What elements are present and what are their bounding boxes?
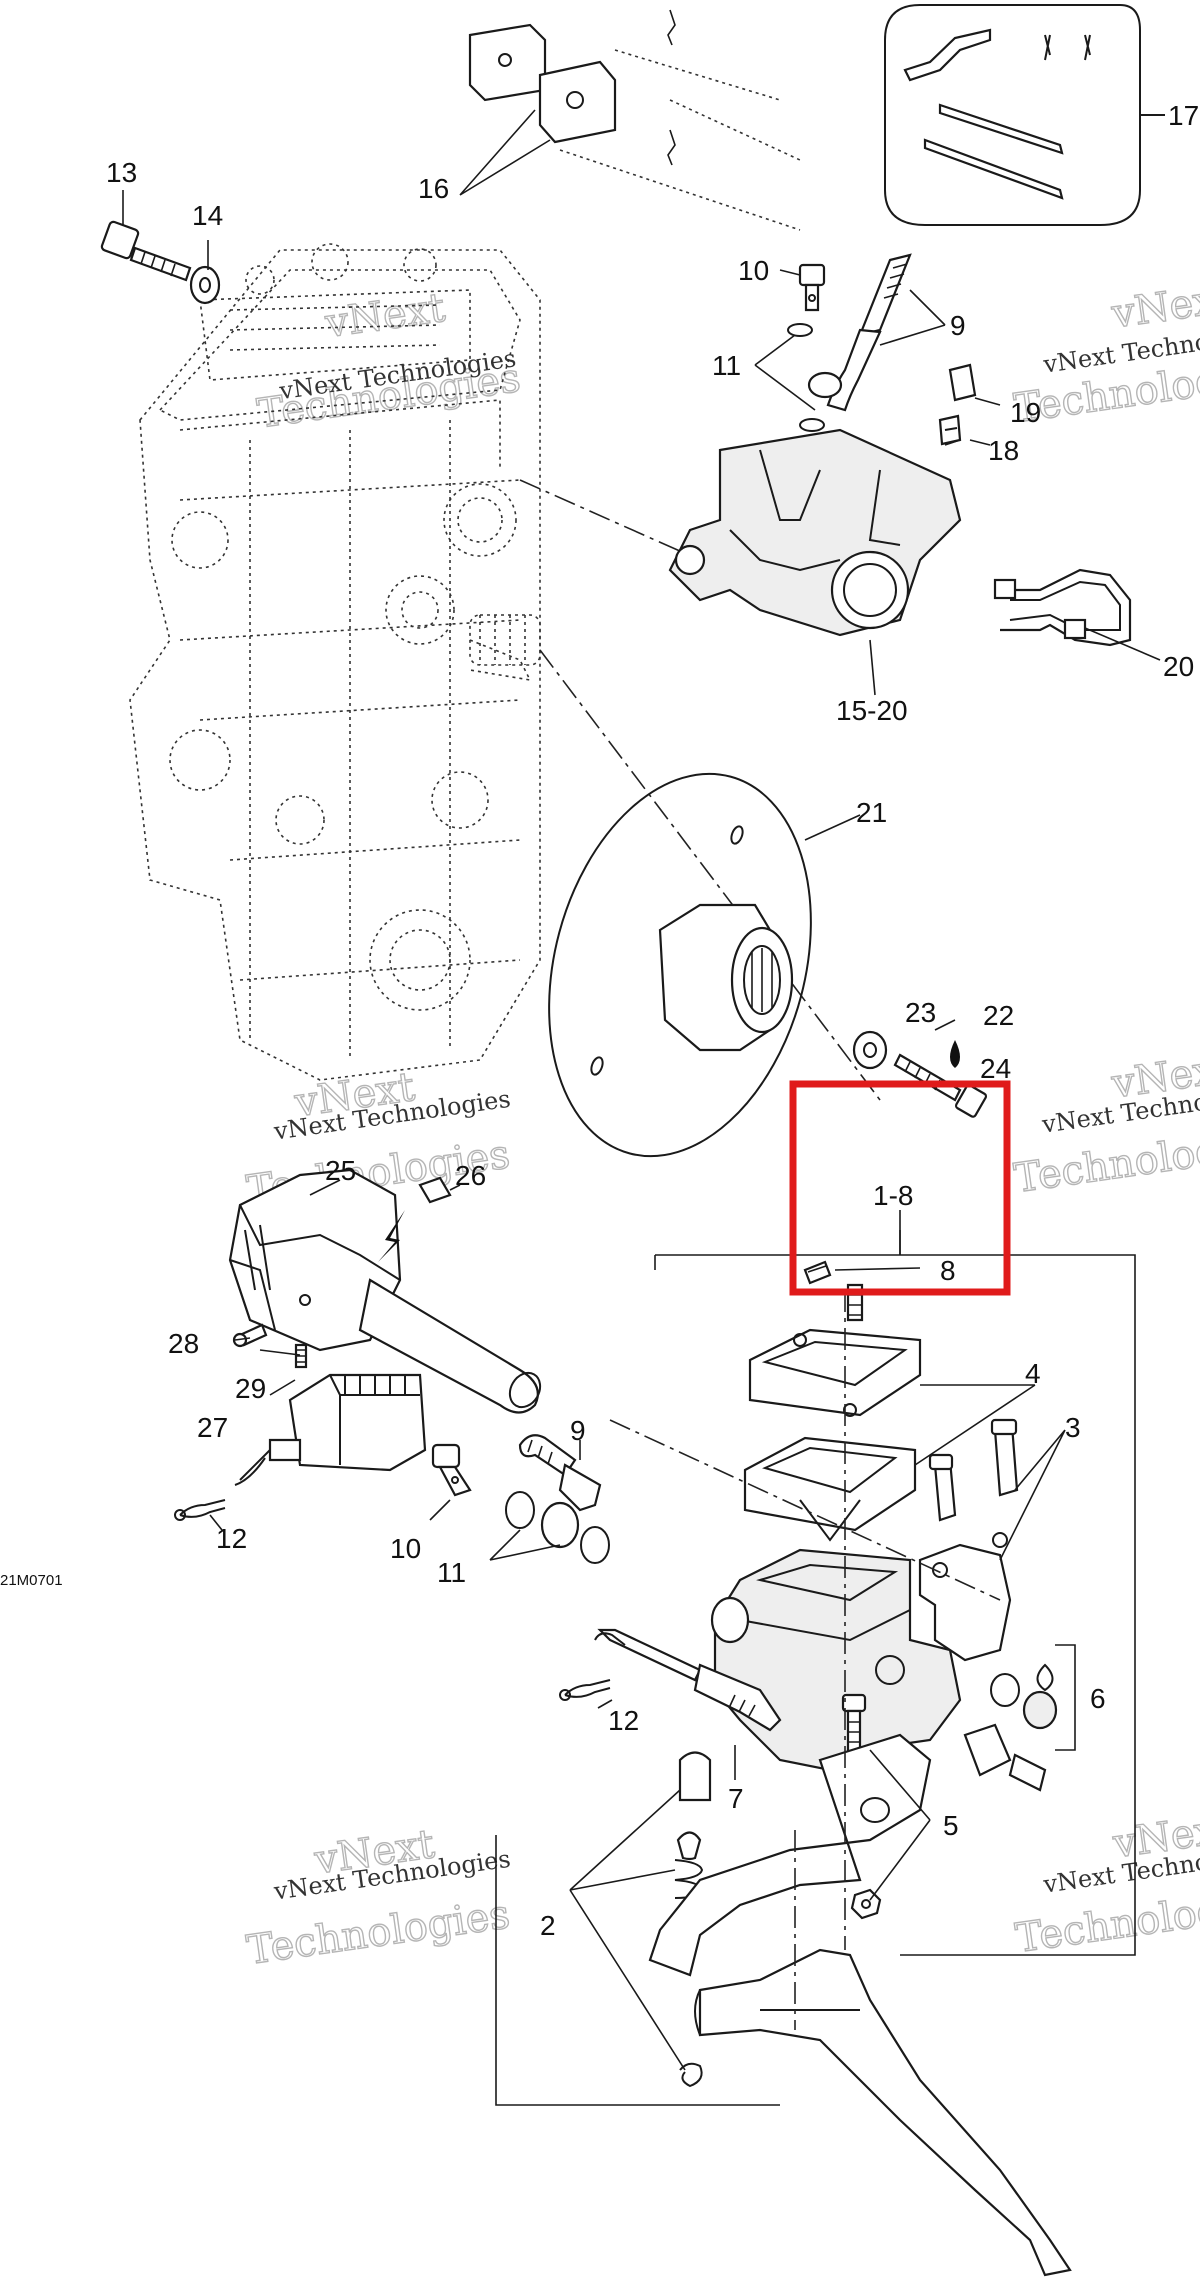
drawing-code: 21M0701 (0, 1572, 63, 1589)
spring-29 (294, 1343, 308, 1369)
brake-lever (648, 1733, 1072, 2277)
callout-6: 6 (1090, 1683, 1106, 1714)
watermark-top-right: vNext Technologies vNext Technologies (1011, 275, 1200, 433)
label-26 (378, 1176, 452, 1262)
callout-labels: 13 14 16 17 10 9 11 19 18 20 15-20 21 23… (0, 100, 1199, 1941)
watermark-bottom-left: vNext Technologies vNext Technologies (243, 1821, 513, 1975)
pin-kit-box (884, 4, 1165, 226)
callout-8: 8 (940, 1255, 956, 1286)
brake-pads (468, 9, 801, 231)
switch-27 (234, 1373, 427, 1486)
clip-12-left (174, 1499, 226, 1521)
callout-2: 2 (540, 1910, 556, 1941)
switch-housing-25 (228, 1168, 542, 1414)
bleeder-18-cap-19 (938, 363, 977, 446)
callout-5: 5 (943, 1810, 959, 1841)
callout-7: 7 (728, 1783, 744, 1814)
banjo-bolt-10-bottom (431, 1443, 472, 1497)
reservoir-cover-4 (748, 1328, 922, 1417)
bolt-13 (100, 220, 192, 282)
brake-disc-21 (548, 772, 861, 1158)
watermark-top-left: vNext Technologies vNext Technologies (254, 284, 524, 438)
callout-29: 29 (235, 1373, 266, 1404)
callout-3: 3 (1065, 1412, 1081, 1443)
clip-rod-lever (594, 1632, 626, 1646)
washer-23 (852, 1030, 888, 1070)
callout-11-top: 11 (712, 350, 741, 381)
seals-11-top (787, 323, 843, 432)
brake-line-20 (993, 568, 1161, 661)
callout-13: 13 (106, 157, 137, 188)
bolt-24 (893, 1053, 988, 1118)
callout-27: 27 (197, 1412, 228, 1443)
leader-lines (122, 109, 1066, 2071)
callout-1-8: 1-8 (873, 1180, 913, 1211)
callout-24: 24 (980, 1053, 1011, 1084)
pin-2 (674, 1751, 712, 2088)
callout-9-top: 9 (950, 310, 966, 341)
banjo-bolt-10-top (798, 263, 826, 312)
callout-22: 22 (983, 1000, 1014, 1031)
watermark-line2: Technologies (1013, 1880, 1200, 1962)
callout-4: 4 (1025, 1358, 1041, 1389)
callout-28: 28 (168, 1328, 199, 1359)
callout-23: 23 (905, 997, 936, 1028)
seals-11-bottom (505, 1491, 610, 1564)
watermark-line2: Technologies (1011, 1120, 1200, 1202)
callout-16: 16 (418, 173, 449, 204)
callout-26: 26 (455, 1160, 486, 1191)
callout-15-20: 15-20 (836, 695, 908, 726)
callout-10-bottom: 10 (390, 1533, 421, 1564)
watermark-mid-right: vNext Technologies vNext Technologies (1011, 1045, 1200, 1203)
screw-28 (232, 1323, 268, 1348)
callout-10-top: 10 (738, 255, 769, 286)
callout-14: 14 (192, 200, 223, 231)
callout-9-bottom: 9 (570, 1415, 586, 1446)
callout-11-bottom: 11 (437, 1557, 466, 1588)
axis-line-caliper (519, 479, 701, 561)
watermark-bottom-right: vNext Technologies vNext Technologies (1012, 1804, 1200, 1962)
callout-17: 17 (1168, 100, 1199, 131)
axis-line-disc (539, 649, 881, 1101)
watermark-line1: vNext (1108, 275, 1200, 337)
pushrod-7 (597, 1628, 782, 1732)
threadlocker-drop-22 (950, 1040, 960, 1068)
cap-6 (990, 1644, 1076, 1751)
gearbox-housing (129, 243, 541, 1081)
callout-19: 19 (1010, 397, 1041, 428)
brake-caliper (668, 428, 962, 637)
callout-25: 25 (325, 1155, 356, 1186)
callout-12-left: 12 (216, 1523, 247, 1554)
highlight-box (789, 1080, 1011, 1296)
bushing-end (963, 1723, 1047, 1792)
washer-14 (189, 265, 221, 305)
handlebar-clamp-3 (918, 1418, 1019, 1662)
axis-line-bar (609, 1419, 1001, 1601)
brake-hose-9 (826, 253, 912, 412)
brake-hose-9-bottom (518, 1434, 602, 1512)
callout-18: 18 (988, 435, 1019, 466)
diaphragm-4 (743, 1436, 917, 1542)
callout-20: 20 (1163, 651, 1194, 682)
callout-12-right: 12 (608, 1705, 639, 1736)
callout-21: 21 (856, 797, 887, 828)
pivot-bolt-5 (841, 1693, 882, 1920)
clip-12-right (559, 1679, 611, 1701)
